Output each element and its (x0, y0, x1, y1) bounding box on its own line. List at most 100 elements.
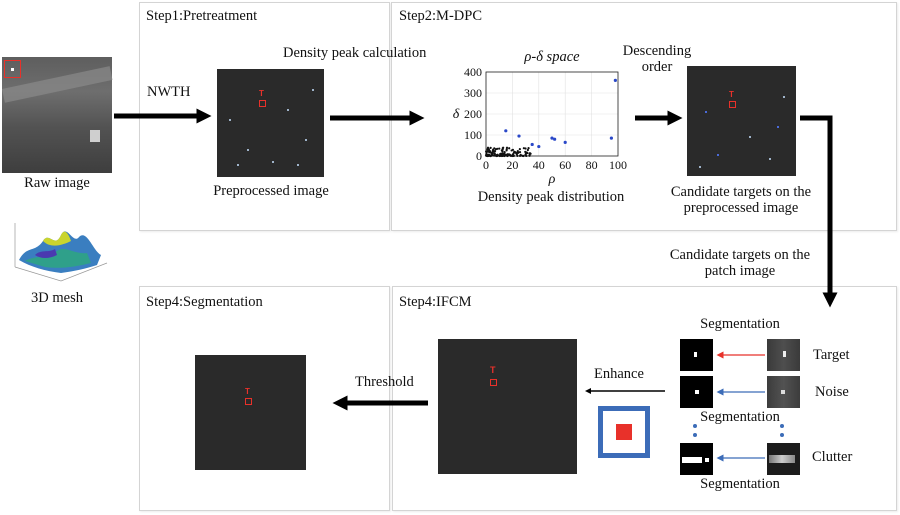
cluster-point (505, 154, 508, 157)
cluster-point (488, 150, 491, 154)
noise-segmented-patch (680, 376, 713, 408)
outlier-point (530, 142, 534, 147)
cluster-point (501, 148, 504, 151)
x-tick-label: 0 (483, 158, 489, 172)
x-tick-label: 60 (559, 158, 571, 172)
noise-patch (767, 376, 800, 408)
x-tick-label: 100 (609, 158, 627, 172)
x-tick-label: 40 (533, 158, 545, 172)
target-mark-T: T (259, 89, 264, 98)
x-axis-label: ρ (548, 172, 556, 187)
cluster-point (486, 154, 490, 157)
x-tick-label: 20 (506, 158, 518, 172)
density-calc-label: Density peak calculation (283, 45, 427, 61)
cluster-point (487, 148, 491, 151)
y-tick-label: 200 (464, 107, 482, 121)
enhancement-window-icon (598, 406, 650, 458)
y-tick-label: 100 (464, 128, 482, 142)
y-tick-label: 400 (464, 65, 482, 79)
cluster-point (526, 148, 529, 152)
threshold-label: Threshold (355, 374, 414, 390)
cluster-point (498, 154, 501, 158)
candidate-caption-line1: Candidate targets on the (670, 184, 812, 200)
segmentation-label-3: Segmentation (700, 476, 780, 492)
cluster-point (508, 147, 511, 150)
cluster-point (510, 149, 513, 152)
descending-label-line1: Descending (622, 43, 692, 59)
ellipsis-dots (693, 424, 699, 438)
outlier-point (609, 136, 613, 140)
preprocessed-caption: Preprocessed image (213, 183, 329, 199)
target-segmented-patch (680, 339, 713, 371)
descending-label-line2: order (641, 58, 673, 75)
cluster-point (490, 151, 493, 154)
candidate-caption: Candidate targets on the preprocessed im… (646, 184, 836, 217)
cluster-point (524, 147, 527, 150)
target-marker-box (490, 379, 497, 386)
outlier-point (550, 136, 554, 140)
enhance-label: Enhance (594, 366, 644, 382)
target-marker-box (259, 100, 266, 107)
row-label-clutter: Clutter (812, 449, 853, 465)
3d-mesh-plot (5, 205, 113, 287)
cluster-point (498, 147, 501, 150)
target-patch (767, 339, 800, 371)
target-mark-T: T (729, 90, 734, 99)
x-tick-label: 80 (586, 158, 598, 172)
step4-segmentation-title: Step4:Segmentation (146, 294, 263, 310)
plot-frame (485, 71, 619, 157)
step1-title: Step1:Pretreatment (146, 8, 258, 24)
step4-ifcm-title: Step4:IFCM (399, 294, 472, 310)
cluster-point (502, 154, 506, 157)
cluster-point (519, 153, 522, 156)
cluster-point (524, 150, 527, 153)
cluster-point (518, 147, 521, 151)
cluster-point (500, 154, 504, 158)
cluster-point (528, 152, 532, 155)
patch-caption: Candidate targets on the patch image (640, 247, 840, 280)
preprocessed-image: T (217, 69, 324, 177)
cluster-point (508, 153, 511, 157)
segmentation-label-2: Segmentation (700, 409, 780, 425)
cluster-point (502, 146, 505, 149)
cluster-point (503, 151, 506, 154)
segmentation-label-1: Segmentation (700, 316, 780, 332)
patch-caption-line2: patch image (704, 262, 776, 279)
3d-mesh-label: 3D mesh (31, 290, 83, 306)
target-mark-T: T (490, 365, 496, 375)
target-marker-box (729, 101, 736, 108)
raw-image-hut (90, 130, 100, 142)
cluster-point (515, 153, 518, 156)
step2-title: Step2:M-DPC (399, 8, 482, 24)
raw-image-target-box (4, 60, 21, 78)
y-axis-label: δ (453, 107, 460, 122)
cluster-point (493, 154, 496, 157)
cluster-point (526, 151, 529, 155)
cluster-point (499, 152, 502, 156)
cluster-point (501, 150, 504, 153)
density-caption: Density peak distribution (477, 189, 625, 205)
target-mark-T: T (245, 387, 250, 396)
cluster-point (525, 154, 528, 158)
arrow-elbow (800, 115, 838, 308)
outlier-point (504, 129, 508, 133)
cluster-point (494, 148, 497, 151)
clutter-segmented-patch (680, 443, 713, 475)
cluster-point (491, 151, 494, 155)
plot-title: ρ-δ space (524, 49, 580, 65)
clutter-patch (767, 443, 800, 475)
candidate-caption-line2: preprocessed image (683, 199, 799, 216)
cluster-point (486, 150, 489, 153)
cluster-point (518, 150, 522, 154)
cluster-point (527, 147, 530, 150)
nwth-label: NWTH (147, 84, 191, 100)
outlier-point (517, 134, 521, 138)
raw-image-label: Raw image (24, 175, 90, 191)
raw-image (2, 57, 113, 173)
cluster-point (522, 154, 525, 158)
cluster-point (493, 152, 496, 155)
cluster-point (516, 154, 519, 158)
cluster-point (501, 152, 504, 155)
